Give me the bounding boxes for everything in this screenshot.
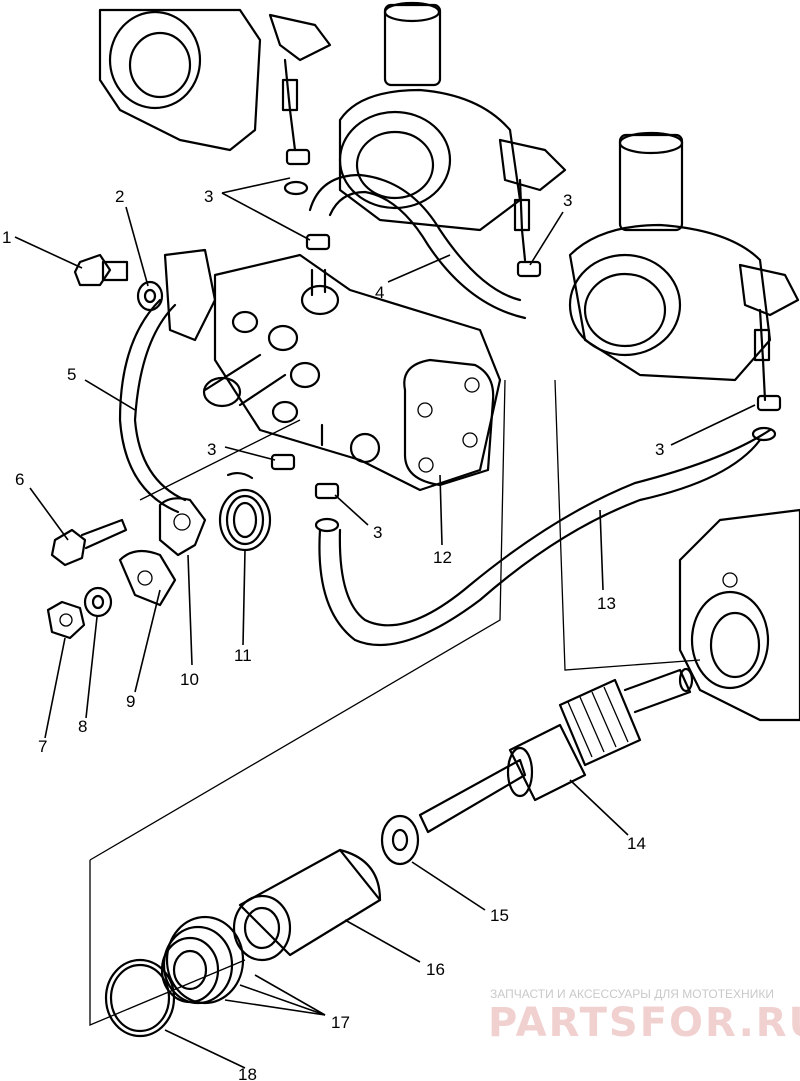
washer-15 <box>380 814 420 866</box>
callout-17: 17 <box>331 1013 350 1032</box>
nut-7 <box>46 600 86 640</box>
o-ring-18 <box>104 958 176 1038</box>
leader-lines <box>14 177 756 1069</box>
callout-3: 3 <box>563 191 572 210</box>
callout-3: 3 <box>373 523 382 542</box>
callout-3: 3 <box>204 187 213 206</box>
callout-labels: 1 2 3 3 3 3 3 4 5 6 7 8 9 10 11 12 13 14… <box>2 187 664 1081</box>
callout-3: 3 <box>655 440 664 459</box>
callout-1: 1 <box>2 228 11 247</box>
sleeve-16 <box>232 848 382 962</box>
hose-5 <box>118 298 187 514</box>
callout-16: 16 <box>426 960 445 979</box>
bolt-1 <box>73 253 129 287</box>
watermark: ЗАПЧАСТИ И АКСЕССУАРЫ ДЛЯ МОТОТЕХНИКИ PA… <box>488 987 800 1046</box>
engine-case <box>678 508 800 722</box>
callout-3: 3 <box>207 440 216 459</box>
callout-8: 8 <box>78 717 87 736</box>
carburetor-middle <box>338 1 567 262</box>
lever-10 <box>158 497 207 557</box>
callout-12: 12 <box>433 548 452 567</box>
callout-6: 6 <box>15 470 24 489</box>
callout-18: 18 <box>238 1065 257 1081</box>
assembly-lines <box>89 379 701 1026</box>
callout-13: 13 <box>597 594 616 613</box>
watermark-tagline: ЗАПЧАСТИ И АКСЕССУАРЫ ДЛЯ МОТОТЕХНИКИ <box>490 987 774 1001</box>
oil-pump <box>163 248 502 492</box>
callout-11: 11 <box>234 646 252 665</box>
carburetor-left <box>98 8 332 152</box>
callout-14: 14 <box>627 834 646 853</box>
callout-2: 2 <box>115 187 124 206</box>
throttle-arm-9 <box>118 549 177 607</box>
callout-5: 5 <box>67 365 76 384</box>
callout-10: 10 <box>180 670 199 689</box>
callout-4: 4 <box>375 283 384 302</box>
carburetor-right <box>568 131 800 402</box>
watermark-brand: PARTSFOR.RU <box>488 1000 800 1046</box>
spring-11 <box>218 471 272 552</box>
hose-4 <box>283 173 527 320</box>
bolt-6 <box>50 518 128 567</box>
drive-shaft-14 <box>418 667 694 834</box>
callout-9: 9 <box>126 692 135 711</box>
washer-2 <box>136 280 164 312</box>
hose-13 <box>314 426 777 647</box>
callout-15: 15 <box>490 906 509 925</box>
hose-clamps <box>270 148 782 500</box>
callout-7: 7 <box>38 737 47 756</box>
lock-washer-8 <box>83 586 113 618</box>
